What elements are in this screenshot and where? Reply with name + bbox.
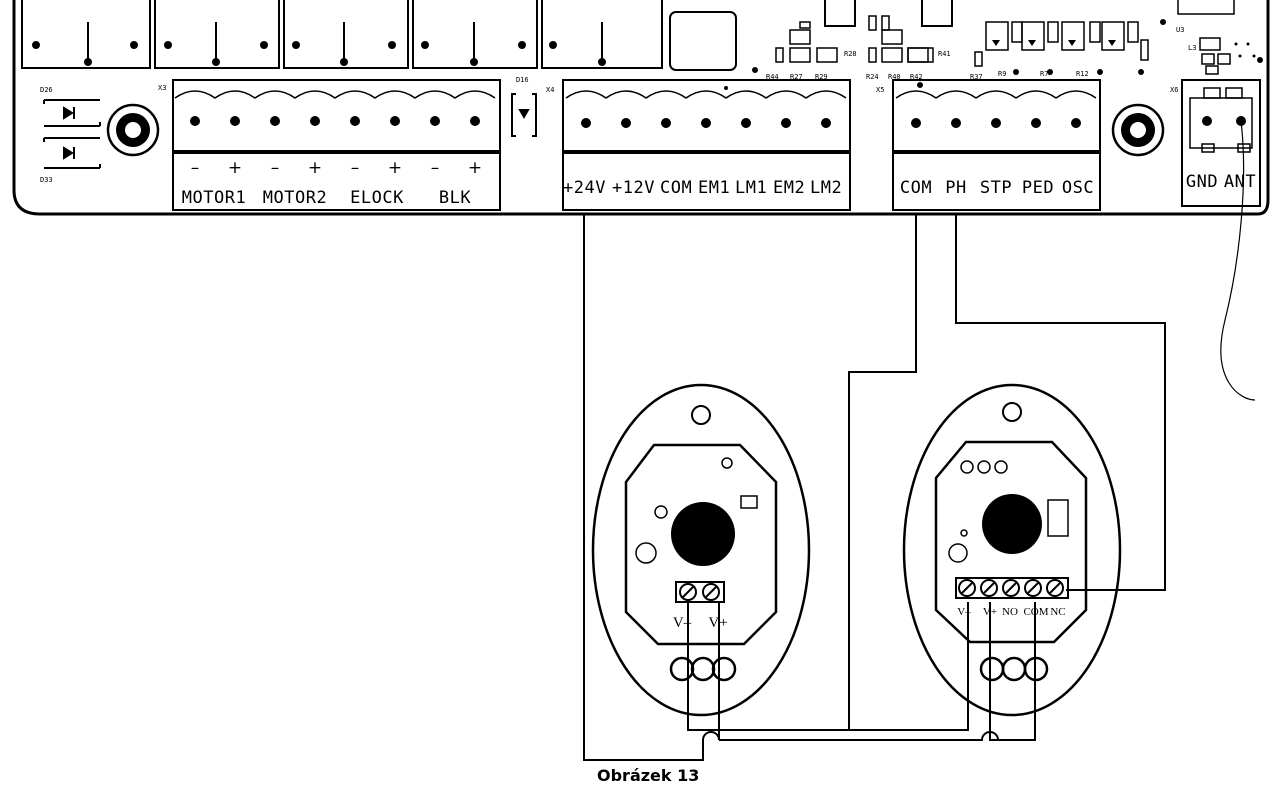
x3-motor1-label: MOTOR1: [182, 188, 246, 208]
label-r40: R40: [888, 73, 901, 81]
relay-blocks: [21, 0, 953, 71]
x3-pins: [190, 116, 480, 126]
x3-pol-6: +: [388, 158, 402, 178]
label-d26: D26: [40, 86, 53, 94]
connector-x4: X4 +24V +12V COM EM1 LM1 EM2 LM2: [546, 79, 851, 211]
label-u3: U3: [1176, 26, 1184, 34]
rx-terminal-block: [955, 577, 1069, 599]
x3-pol-5: –: [351, 158, 360, 178]
smd-components: [775, 0, 1235, 75]
x4-term-em2: EM2: [773, 178, 805, 198]
label-l3: L3: [1188, 44, 1196, 52]
x3-motor2-label: MOTOR2: [263, 188, 327, 208]
x3-pol-2: +: [228, 158, 242, 178]
connector-x5: X5 COM PH STP PED OSC: [876, 79, 1101, 211]
x4-term-lm2: LM2: [810, 178, 842, 198]
x3-pol-4: +: [308, 158, 322, 178]
x5-labels: COM PH STP PED OSC: [900, 178, 1094, 198]
x4-term-24v: +24V: [563, 178, 606, 198]
label-r7: R7: [1040, 70, 1048, 78]
label-r44: R44: [766, 73, 779, 81]
tx-term-vminus: V–: [673, 615, 692, 631]
label-x5: X5: [876, 86, 884, 94]
wire-ph-to-nc: [955, 215, 1166, 591]
label-r12: R12: [1076, 70, 1089, 78]
x5-term-ph: PH: [945, 178, 966, 198]
rx-term-no: NO: [1002, 606, 1018, 618]
connector-x3: X3 – + – + – + – + MOTOR1 MOTO: [158, 79, 501, 211]
x6-term-gnd: GND: [1186, 172, 1218, 192]
x3-pol-3: –: [271, 158, 280, 178]
x5-term-osc: OSC: [1062, 178, 1094, 198]
label-r27: R27: [790, 73, 803, 81]
x3-pol-1: –: [191, 158, 200, 178]
x3-pol-8: +: [468, 158, 482, 178]
label-r37: R37: [970, 73, 983, 81]
figure-caption: Obrázek 13: [597, 766, 699, 785]
x3-screw-tops: [174, 90, 496, 99]
mounting-hole-left: [106, 103, 160, 157]
diode-d26: [43, 99, 101, 127]
x4-term-12v: +12V: [612, 178, 655, 198]
x5-term-stp: STP: [980, 178, 1012, 198]
smd-dots: [992, 19, 1263, 75]
wire-com-to-vminus: [687, 215, 917, 731]
led-d16: [511, 93, 537, 137]
label-x3: X3: [158, 84, 166, 92]
rx-term-vminus: V–: [957, 606, 971, 618]
label-r41: R41: [938, 50, 951, 58]
photocell-receiver: V– V+ NO COM NC: [902, 383, 1122, 717]
mounting-hole-right: [1111, 103, 1165, 157]
label-r9: R9: [998, 70, 1006, 78]
x4-term-lm1: LM1: [735, 178, 767, 198]
rx-term-nc: NC: [1050, 606, 1065, 618]
x3-group-labels: MOTOR1 MOTOR2 ELOCK BLK: [182, 188, 471, 208]
label-x4: X4: [546, 86, 554, 94]
label-d33: D33: [40, 176, 53, 184]
diode-d33: [43, 137, 101, 169]
relay-pins: [32, 22, 923, 88]
component-labels: D26 D33 D16 R28 R41 R44 R27 R29 R24 R40 …: [40, 26, 1196, 184]
label-r24: R24: [866, 73, 879, 81]
x6-term-ant: ANT: [1224, 172, 1256, 192]
x4-pins: [581, 118, 831, 128]
x5-term-com: COM: [900, 178, 932, 198]
x5-pins: [911, 118, 1081, 128]
x3-polarity: – + – + – + – +: [191, 158, 482, 178]
wire-vplus-to-rx-vplus: [719, 602, 1000, 741]
x5-term-ped: PED: [1022, 178, 1054, 198]
x4-term-com: COM: [660, 178, 692, 198]
label-r42: R42: [910, 73, 923, 81]
label-x6: X6: [1170, 86, 1178, 94]
wire-rx-com-to-bus: [998, 602, 1036, 741]
photocell-transmitter: V– V+: [591, 383, 811, 717]
antenna-wire: [1220, 120, 1256, 401]
x3-elock-label: ELOCK: [350, 188, 404, 208]
wire-com-to-rx-vminus: [849, 602, 969, 731]
wiring: [583, 215, 1166, 761]
label-d16: D16: [516, 76, 529, 84]
tx-terminal-block: [675, 581, 725, 603]
x4-term-em1: EM1: [698, 178, 730, 198]
connector-x6: X6 GND ANT: [1170, 79, 1261, 207]
x3-pol-7: –: [431, 158, 440, 178]
x4-labels: +24V +12V COM EM1 LM1 EM2 LM2: [563, 178, 842, 198]
rx-term-com: COM: [1023, 606, 1048, 618]
label-r29: R29: [815, 73, 828, 81]
label-r28: R28: [844, 50, 857, 58]
x3-blk-label: BLK: [439, 188, 471, 208]
control-board: D26 D33 D16 R28 R41 R44 R27 R29 R24 R40 …: [12, 0, 1270, 216]
wire-24v-to-vplus: [583, 215, 720, 761]
